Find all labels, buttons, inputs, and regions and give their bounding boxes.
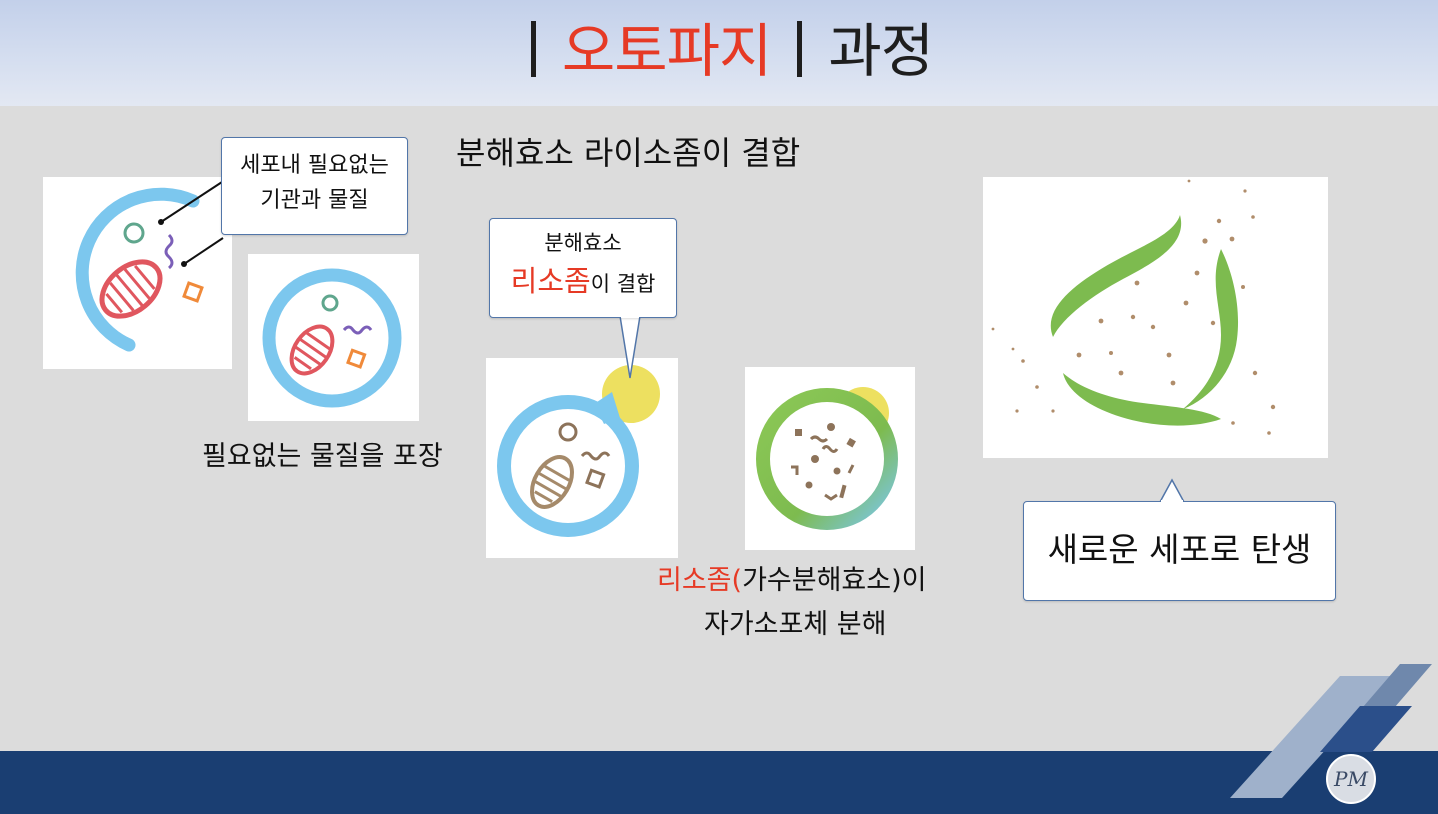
callout-enzyme-red: 리소좀 xyxy=(511,264,591,298)
callout-enzyme-line1: 분해효소 xyxy=(490,227,676,259)
callout-unneeded-line1: 세포내 필요없는 xyxy=(222,148,407,183)
footer-bar xyxy=(0,751,1438,814)
title-divider-left xyxy=(531,21,536,77)
title-rest: 과정 xyxy=(828,17,933,85)
new-cell-image xyxy=(983,177,1328,458)
pm-logo-text: PM xyxy=(1334,767,1368,791)
callout-lysosome-binding: 분해효소 리소좀이 결합 xyxy=(489,218,677,318)
label-digest-line2: 자가소포체 분해 xyxy=(704,604,886,646)
autophagosome-image xyxy=(248,254,419,421)
callout-unneeded-line2: 기관과 물질 xyxy=(222,183,407,218)
title-accent: 오토파지 xyxy=(562,17,771,85)
lysosome-fusion-image xyxy=(486,358,678,558)
label-digest-black: 가수분해효소)이 xyxy=(742,565,926,596)
autolysosome-image xyxy=(745,367,915,550)
phagophore-image xyxy=(43,177,232,369)
callout-unneeded-organelles: 세포내 필요없는 기관과 물질 xyxy=(221,137,408,235)
pm-logo: PM xyxy=(1326,754,1376,804)
label-fusion-top: 분해효소 라이소좀이 결합 xyxy=(456,130,800,176)
title-divider-right xyxy=(797,21,802,77)
label-digest-red: 리소좀( xyxy=(657,565,742,596)
label-package: 필요없는 물질을 포장 xyxy=(202,436,443,478)
callout-new-cell: 새로운 세포로 탄생 xyxy=(1023,501,1336,601)
callout-enzyme-line2: 리소좀이 결합 xyxy=(490,259,676,308)
label-digest-line1: 리소좀(가수분해효소)이 xyxy=(657,560,926,602)
callout-enzyme-rest: 이 결합 xyxy=(591,272,656,296)
page-title: 오토파지 과정 xyxy=(0,14,1438,88)
